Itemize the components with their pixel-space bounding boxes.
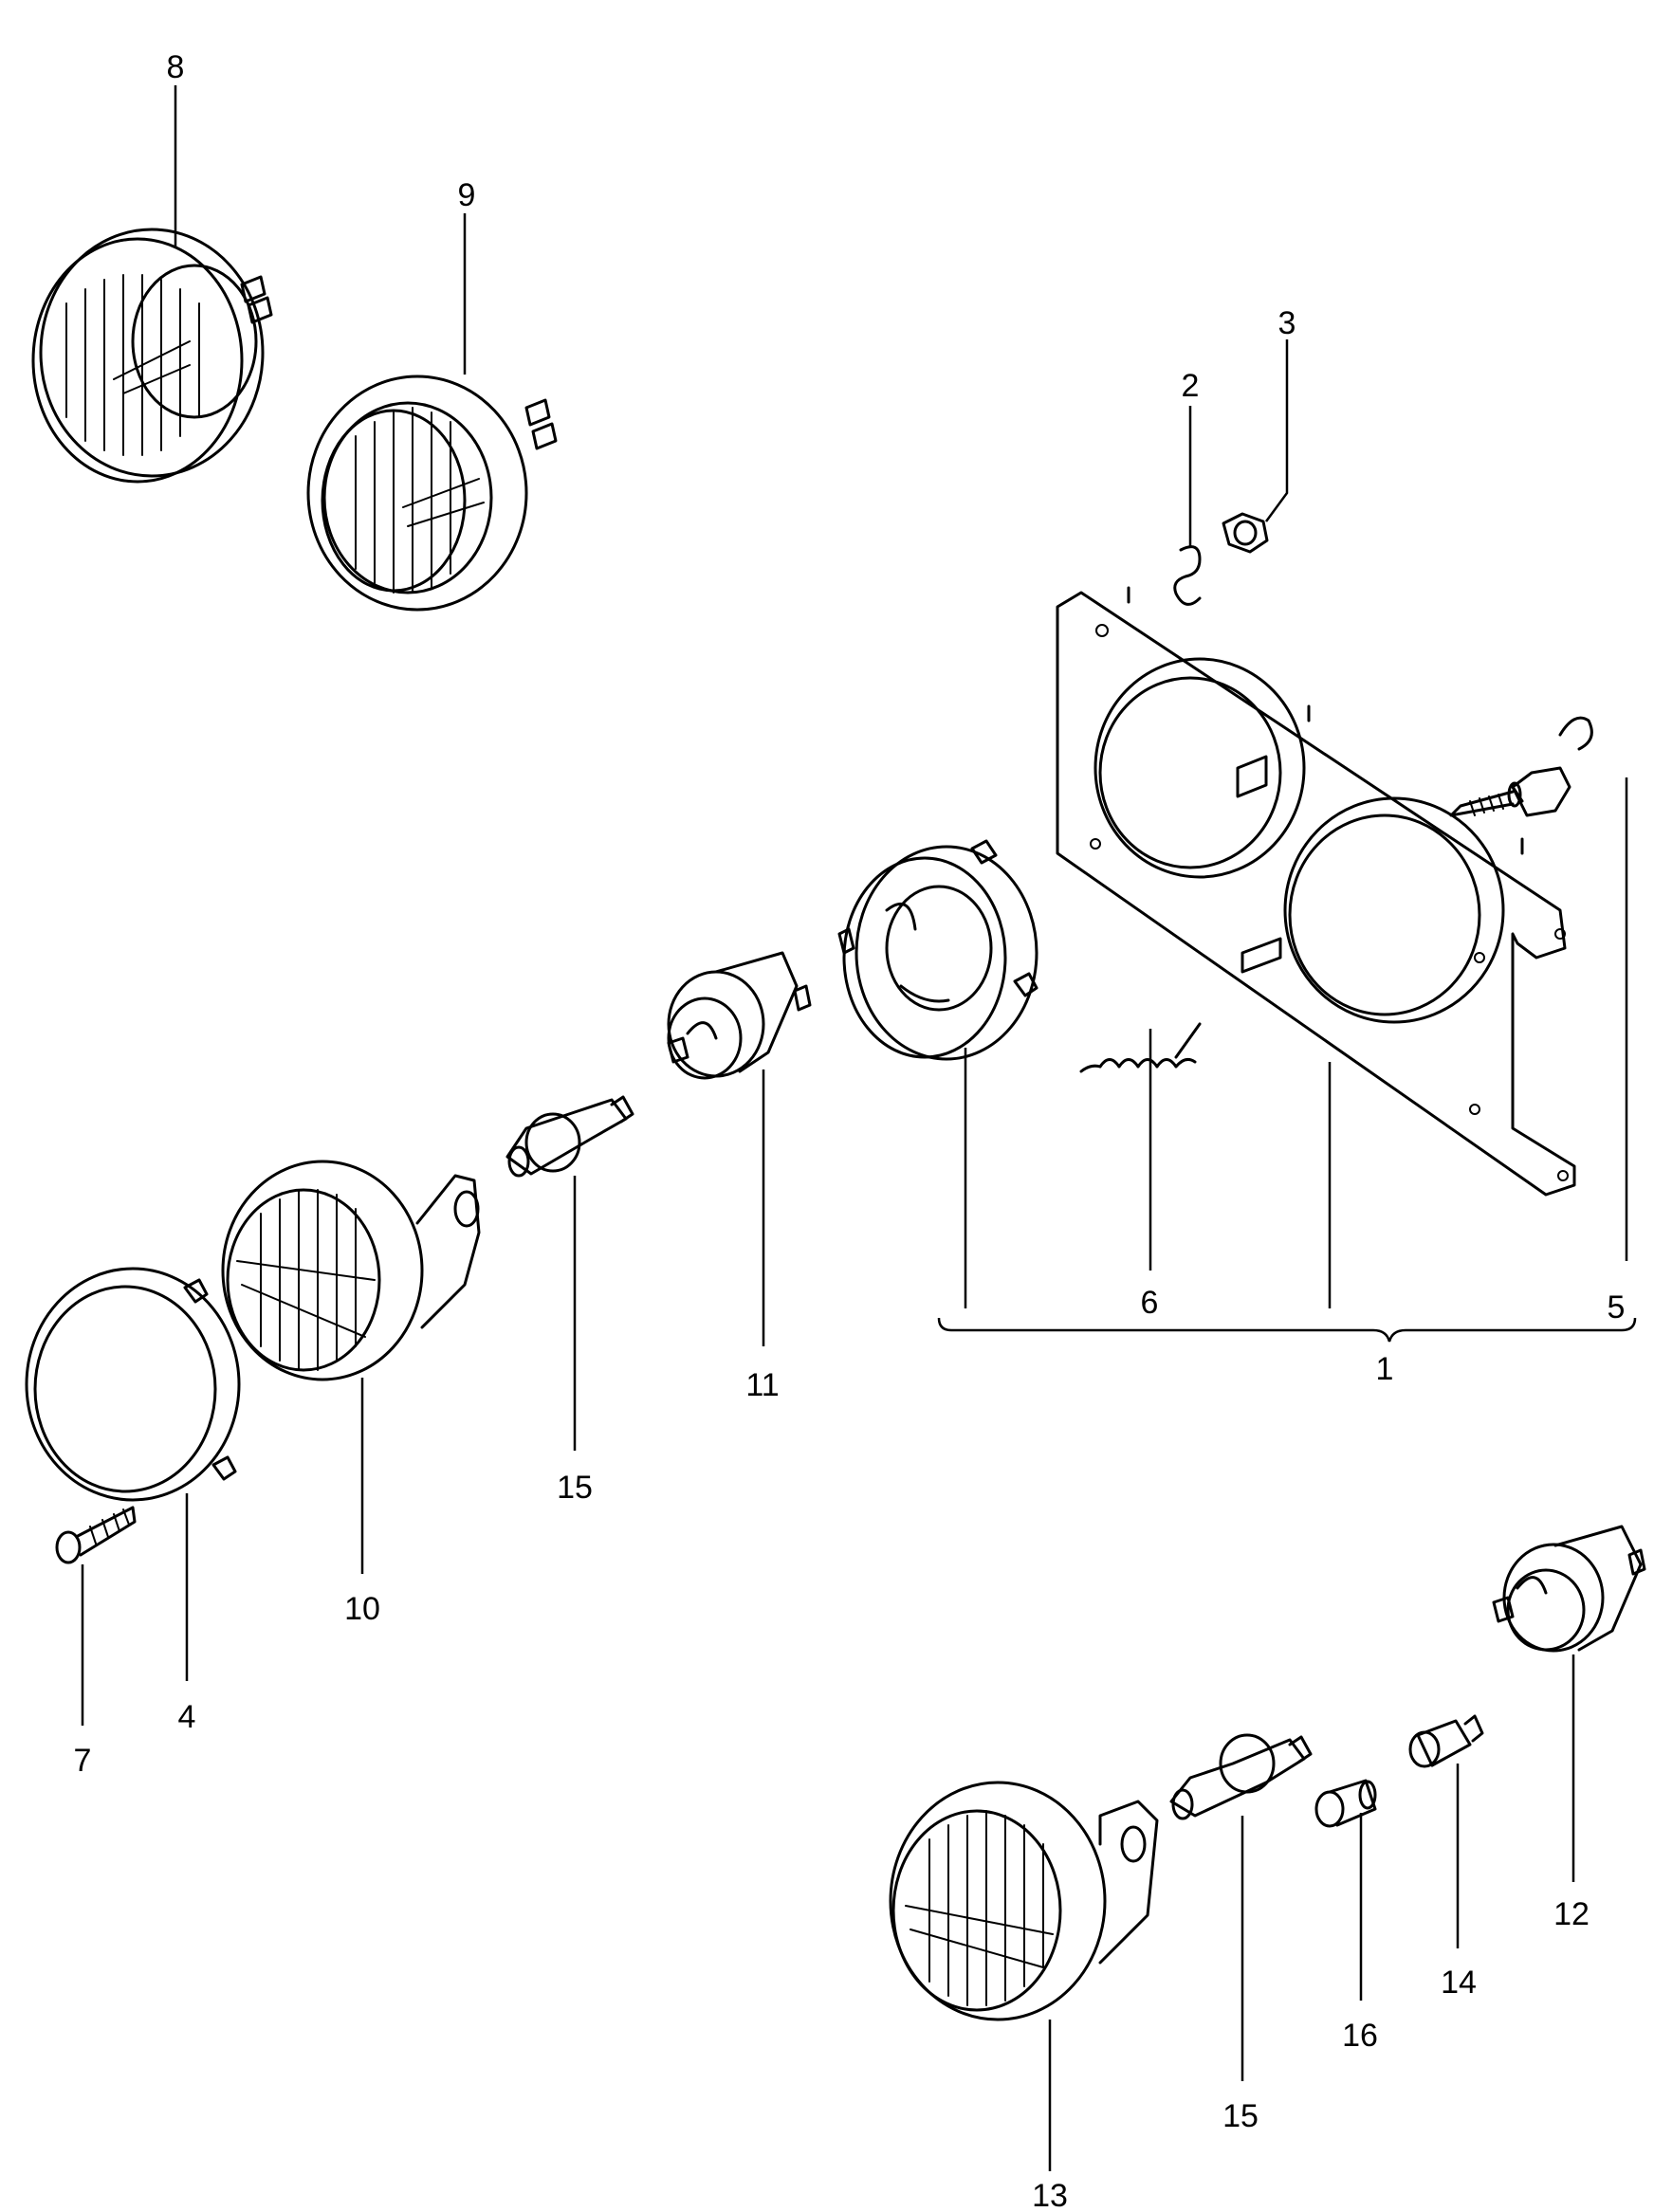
part-16-bulb	[1314, 1779, 1377, 1828]
part-15-bulb-lower	[1169, 1733, 1313, 1820]
part-14-bulb	[1408, 1714, 1484, 1768]
part-3-nut	[1222, 512, 1269, 554]
callout-11: 11	[745, 1367, 779, 1403]
part-13-headlamp-insert	[889, 1781, 1159, 2021]
part-5-adjusting-screw	[1449, 716, 1593, 817]
callout-16: 16	[1342, 2018, 1378, 2054]
callout-14: 14	[1441, 1965, 1477, 2001]
part-9-headlamp	[306, 375, 558, 612]
callout-6: 6	[1141, 1285, 1159, 1321]
part-8-headlamp	[31, 228, 273, 484]
callout-15-upper: 15	[557, 1470, 593, 1506]
callout-8: 8	[167, 49, 185, 85]
callout-12: 12	[1553, 1896, 1590, 1932]
callout-1: 1	[1376, 1351, 1394, 1387]
part-10-headlamp-insert	[221, 1160, 481, 1381]
part-1-mounting-frame	[1056, 586, 1576, 1197]
callout-4: 4	[178, 1699, 196, 1735]
part-1-reflector-housing	[837, 839, 1038, 1061]
part-11-bulb-holder	[667, 951, 812, 1080]
part-15-bulb-upper	[505, 1095, 634, 1178]
callout-3: 3	[1278, 305, 1296, 341]
callout-7: 7	[74, 1743, 92, 1779]
callout-10: 10	[344, 1591, 380, 1627]
part-4-trim-ring	[25, 1267, 241, 1502]
part-7-screw	[55, 1506, 137, 1564]
callout-13: 13	[1032, 2178, 1068, 2212]
part-12-bulb-holder	[1492, 1525, 1646, 1653]
callout-5: 5	[1608, 1289, 1626, 1325]
part-6-spring	[1079, 1022, 1202, 1073]
callout-2: 2	[1182, 368, 1200, 404]
part-2-clip	[1173, 545, 1202, 606]
callout-15-lower: 15	[1222, 2098, 1259, 2134]
leader-lines	[81, 85, 1637, 2171]
callout-9: 9	[458, 177, 476, 213]
